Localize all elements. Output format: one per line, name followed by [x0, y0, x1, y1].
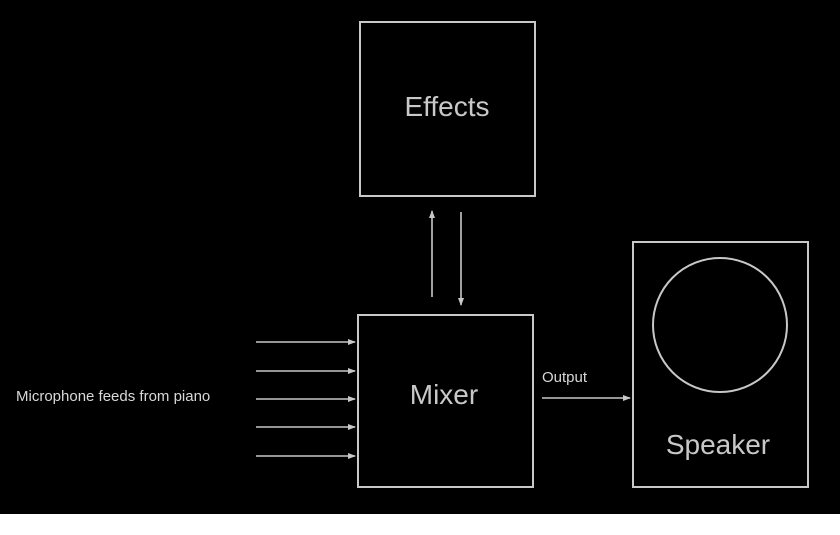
- microphone-input-arrows: [256, 339, 356, 459]
- mixer-label: Mixer: [410, 379, 478, 410]
- speaker-block: Speaker: [632, 241, 809, 488]
- diagram-canvas: Effects Mixer Speaker Microphone feeds f…: [0, 0, 840, 514]
- signal-flow-diagram: Effects Mixer Speaker Microphone feeds f…: [16, 21, 809, 488]
- output-label: Output: [542, 369, 588, 386]
- speaker-box: [632, 241, 809, 488]
- effects-block: Effects: [359, 21, 536, 197]
- inputs-label: Microphone feeds from piano: [16, 388, 210, 405]
- speaker-cone-icon: [652, 257, 788, 393]
- mixer-block: Mixer: [357, 314, 534, 488]
- effects-box: [359, 21, 536, 197]
- effects-label: Effects: [404, 91, 489, 122]
- speaker-label: Speaker: [666, 429, 770, 460]
- mixer-box: [357, 314, 534, 488]
